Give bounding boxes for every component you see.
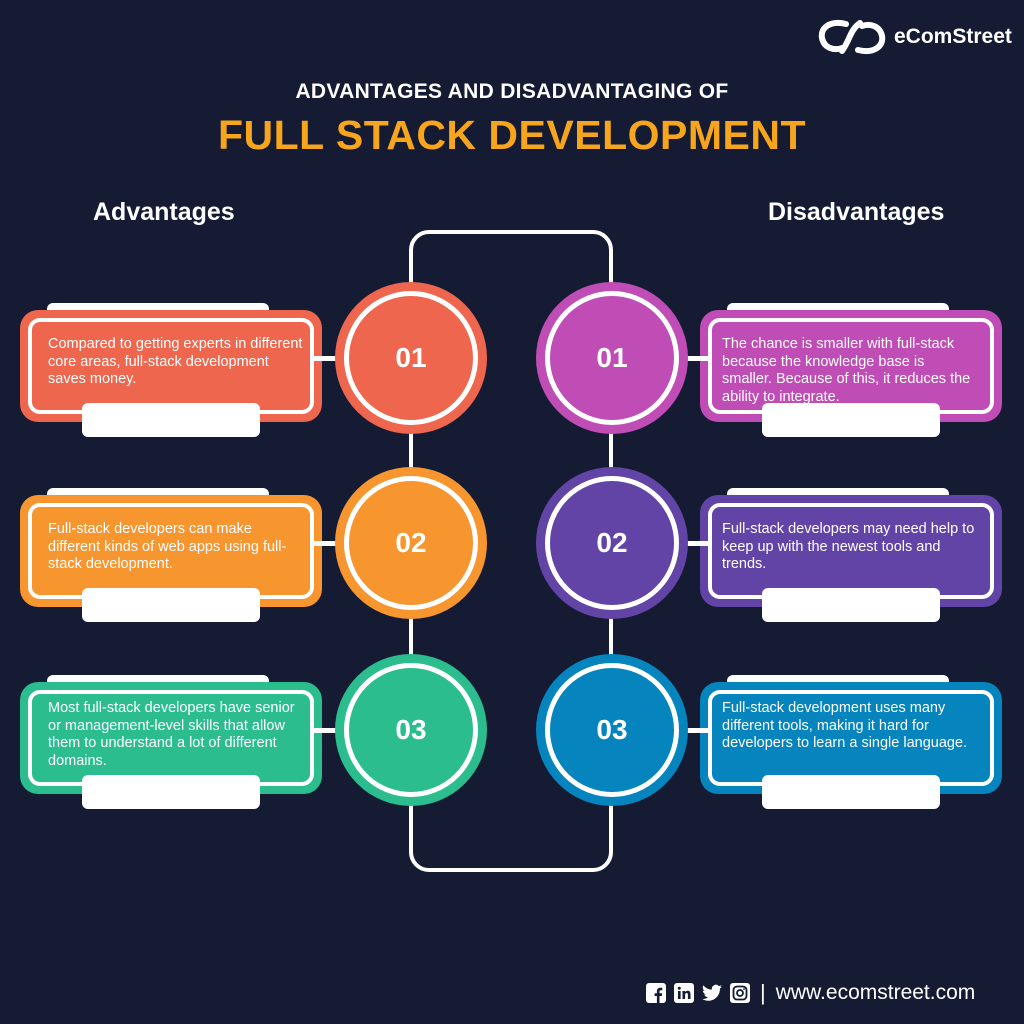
advantages-heading: Advantages bbox=[93, 198, 235, 226]
card-bottom-tab bbox=[82, 775, 260, 809]
card-connector bbox=[310, 356, 346, 361]
title-line1: ADVANTAGES AND DISADVANTAGING OF bbox=[295, 80, 729, 103]
disadvantages-number: 02 bbox=[596, 527, 628, 558]
disadvantages-number-circle: 02 bbox=[536, 467, 688, 619]
disadvantages-heading: Disadvantages bbox=[768, 198, 945, 226]
advantages-number: 02 bbox=[395, 527, 427, 558]
brand-name: eComStreet bbox=[894, 25, 1012, 48]
footer-separator: | bbox=[760, 980, 766, 1005]
circle-ring: 03 bbox=[545, 663, 679, 797]
linkedin-icon[interactable] bbox=[674, 983, 694, 1003]
card-connector bbox=[310, 541, 346, 546]
advantages-text: Full-stack developers can make different… bbox=[48, 521, 287, 572]
card-connector bbox=[674, 356, 710, 361]
advantages-number-circle: 01 bbox=[335, 282, 487, 434]
disadvantages-text: Full-stack development uses many differe… bbox=[722, 700, 968, 751]
disadvantages-number-circle: 01 bbox=[536, 282, 688, 434]
advantages-text: Compared to getting experts in different… bbox=[48, 336, 303, 387]
advantages-number-circle: 03 bbox=[335, 654, 487, 806]
card-bottom-tab bbox=[762, 588, 940, 622]
brand-logo: eComStreet bbox=[816, 18, 1012, 56]
footer: | www.ecomstreet.com bbox=[646, 980, 975, 1006]
instagram-icon[interactable] bbox=[730, 983, 750, 1003]
circle-ring: 02 bbox=[344, 476, 478, 610]
card-connector bbox=[674, 541, 710, 546]
circle-ring: 01 bbox=[545, 291, 679, 425]
disadvantages-number-circle: 03 bbox=[536, 654, 688, 806]
card-bottom-tab bbox=[762, 775, 940, 809]
disadvantages-text: The chance is smaller with full-stack be… bbox=[722, 336, 971, 405]
facebook-icon[interactable] bbox=[646, 983, 666, 1003]
disadvantages-text: Full-stack developers may need help to k… bbox=[722, 521, 975, 572]
card-bottom-tab bbox=[82, 588, 260, 622]
advantages-text: Most full-stack developers have senior o… bbox=[48, 700, 295, 769]
logo-icon bbox=[818, 20, 886, 54]
twitter-icon[interactable] bbox=[702, 983, 722, 1003]
circle-ring: 02 bbox=[545, 476, 679, 610]
card-connector bbox=[310, 728, 346, 733]
title-line2: FULL STACK DEVELOPMENT bbox=[217, 112, 807, 158]
disadvantages-number: 03 bbox=[596, 714, 628, 745]
disadvantages-card: The chance is smaller with full-stack be… bbox=[700, 310, 1002, 422]
card-bottom-tab bbox=[82, 403, 260, 437]
disadvantages-number: 01 bbox=[596, 342, 628, 373]
advantages-card: Compared to getting experts in different… bbox=[20, 310, 322, 422]
circle-ring: 03 bbox=[344, 663, 478, 797]
advantages-number: 01 bbox=[395, 342, 427, 373]
card-connector bbox=[674, 728, 710, 733]
card-bottom-tab bbox=[762, 403, 940, 437]
website-link[interactable]: www.ecomstreet.com bbox=[775, 981, 976, 1004]
circle-ring: 01 bbox=[344, 291, 478, 425]
advantages-number-circle: 02 bbox=[335, 467, 487, 619]
advantages-number: 03 bbox=[395, 714, 427, 745]
